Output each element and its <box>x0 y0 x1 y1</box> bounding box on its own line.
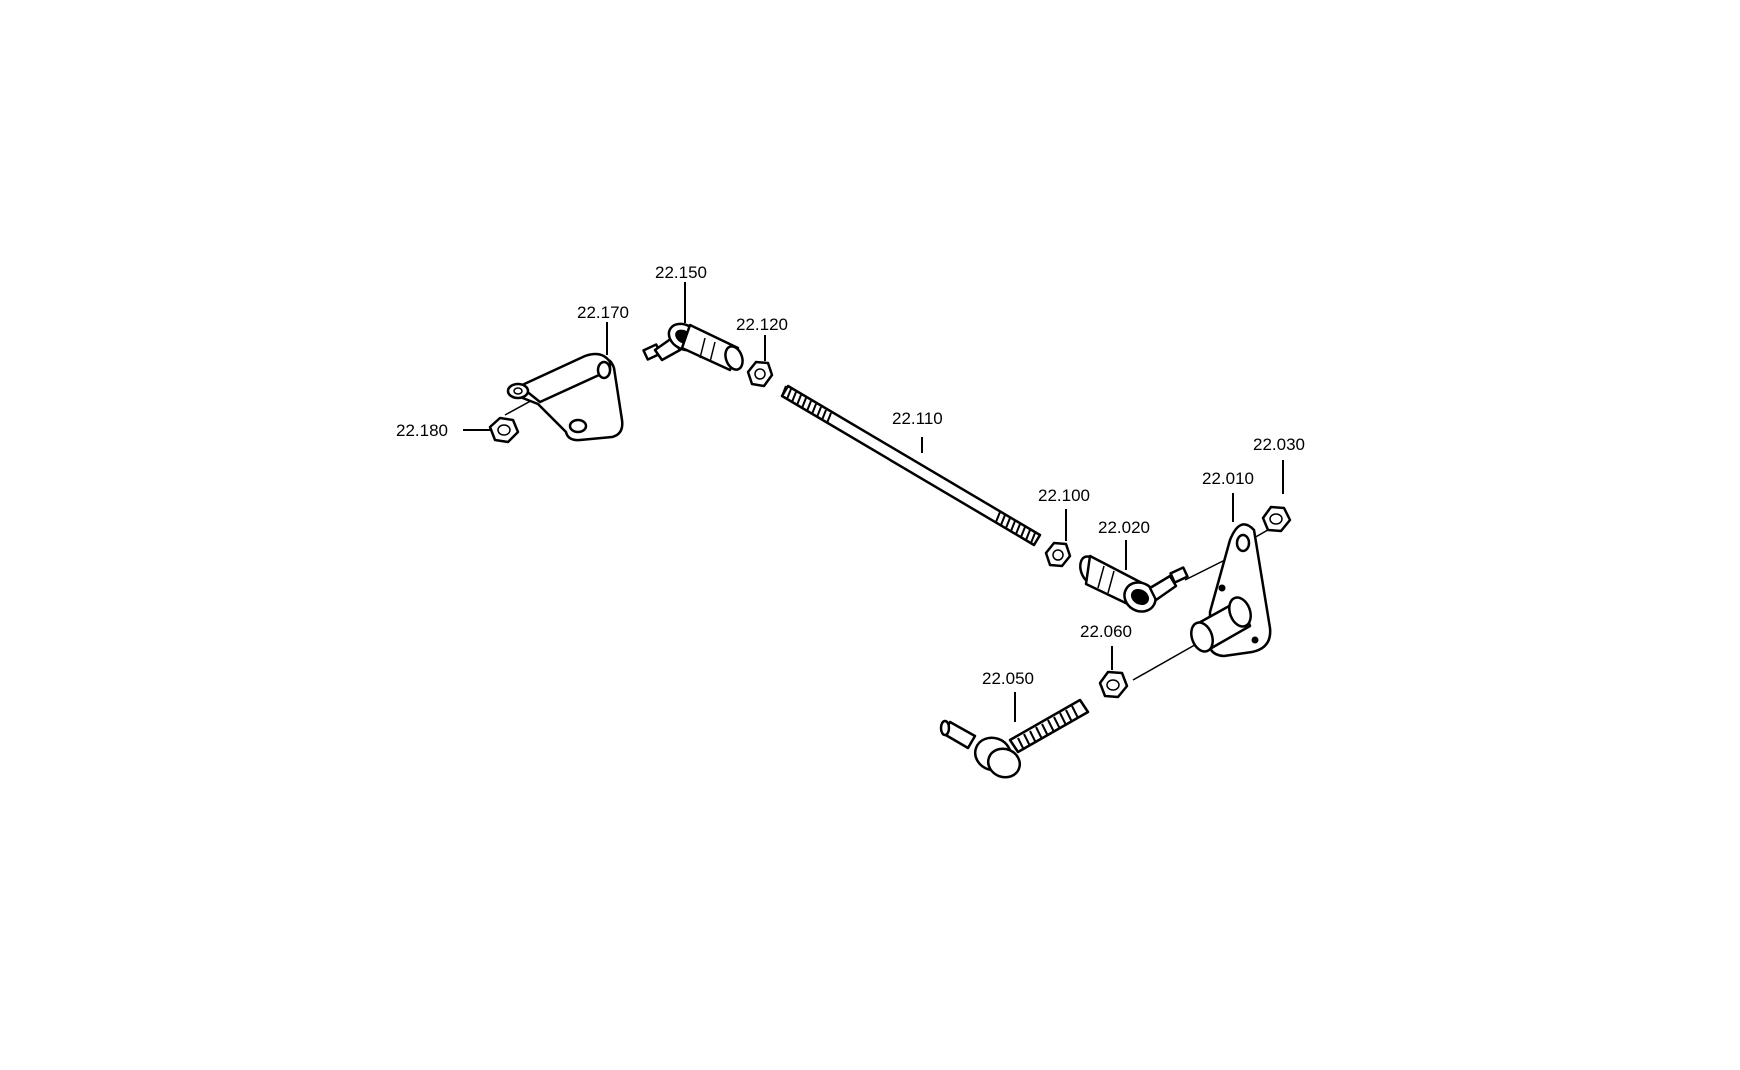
label-22-170: 22.170 <box>577 303 629 322</box>
rod-thread-left <box>781 385 832 424</box>
label-22-110: 22.110 <box>892 409 943 428</box>
nut-22-100[interactable] <box>1044 541 1072 568</box>
label-22-060: 22.060 <box>1080 622 1132 641</box>
label-22-100: 22.100 <box>1038 486 1090 505</box>
nut-22-120[interactable] <box>746 360 774 388</box>
part-labels: 22.150 22.170 22.120 22.180 22.110 22.10… <box>396 263 1305 688</box>
label-22-010: 22.010 <box>1202 469 1254 488</box>
label-22-150: 22.150 <box>655 263 707 282</box>
plate-22-010[interactable] <box>1187 523 1272 658</box>
ball-joint-22-050[interactable] <box>939 698 1090 782</box>
shank-thread <box>1017 705 1079 751</box>
nut-22-180[interactable] <box>488 416 520 444</box>
nut-22-060[interactable] <box>1098 670 1129 699</box>
label-22-050: 22.050 <box>982 669 1034 688</box>
ball-joint-22-020[interactable] <box>1077 554 1189 617</box>
label-22-120: 22.120 <box>736 315 788 334</box>
label-22-180: 22.180 <box>396 421 448 440</box>
nut-22-030[interactable] <box>1261 505 1292 533</box>
leader-lines <box>463 282 1284 722</box>
ball-joint-22-150[interactable] <box>642 319 746 372</box>
rod-thread-right <box>995 511 1036 544</box>
label-22-030: 22.030 <box>1253 435 1305 454</box>
label-22-020: 22.020 <box>1098 518 1150 537</box>
bracket-22-170[interactable] <box>506 352 624 442</box>
threaded-rod-22-110[interactable] <box>780 384 1042 547</box>
